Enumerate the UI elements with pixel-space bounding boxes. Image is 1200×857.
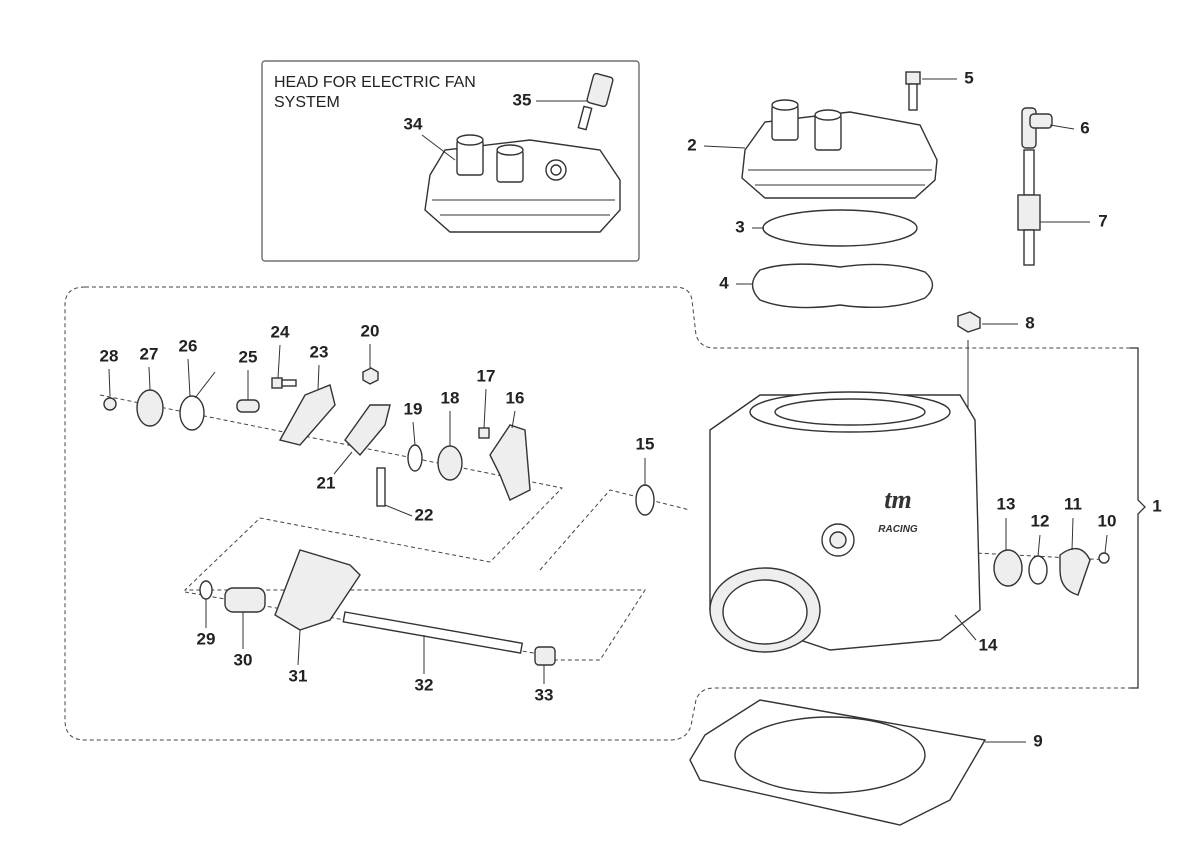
callout-23: 23 — [310, 342, 329, 361]
callout-21: 21 — [317, 473, 336, 492]
seal-ring — [1028, 555, 1048, 585]
callout-10: 10 — [1098, 511, 1117, 530]
callout-15: 15 — [636, 434, 655, 453]
bolt-22 — [376, 467, 386, 507]
tm-logo: tm — [884, 485, 911, 514]
callout-1: 1 — [1152, 496, 1161, 515]
lever-23 — [278, 384, 336, 446]
callout-11: 11 — [1064, 494, 1082, 513]
callout-16: 16 — [506, 388, 525, 407]
head-gasket — [751, 263, 934, 309]
ring-29 — [199, 580, 213, 600]
screw-24 — [271, 377, 297, 389]
callout-3: 3 — [735, 217, 744, 236]
spring-26 — [179, 371, 216, 431]
callout-31: 31 — [289, 666, 308, 685]
callout-30: 30 — [234, 650, 253, 669]
callout-9: 9 — [1033, 731, 1042, 750]
spark-plug-cap — [1021, 107, 1053, 149]
valve-seal — [635, 484, 655, 516]
callout-8: 8 — [1025, 313, 1034, 332]
cylinder-head-electric-fan — [424, 134, 621, 233]
nut-28 — [103, 397, 117, 411]
callout-12: 12 — [1031, 511, 1050, 530]
screw-17 — [478, 427, 490, 439]
racing-logo: RACING — [878, 524, 918, 535]
callout-19: 19 — [404, 399, 423, 418]
valve-cover — [1059, 547, 1091, 596]
group-outline — [85, 286, 1130, 349]
pin-25 — [236, 399, 260, 413]
callout-7: 7 — [1098, 211, 1107, 230]
callout-22: 22 — [415, 505, 434, 524]
inset-caption-line2: SYSTEM — [274, 94, 340, 111]
callout-32: 32 — [415, 675, 434, 694]
callout-26: 26 — [179, 336, 198, 355]
bracket-16 — [489, 424, 531, 501]
temperature-sensor — [577, 72, 614, 131]
flange-nut — [957, 311, 981, 333]
cylinder-head — [741, 99, 938, 199]
bearing-18 — [437, 445, 463, 481]
shaft-32 — [342, 611, 524, 654]
callout-4: 4 — [719, 273, 729, 292]
callout-34: 34 — [404, 114, 423, 133]
callout-28: 28 — [100, 346, 119, 365]
callout-6: 6 — [1080, 118, 1089, 137]
assembly-bracket — [1130, 347, 1146, 689]
bushing-30 — [224, 587, 266, 613]
cylinder: tm RACING — [709, 391, 981, 653]
callout-17: 17 — [477, 366, 496, 385]
valve-axis — [539, 489, 691, 571]
callout-5: 5 — [964, 68, 973, 87]
o-ring — [762, 209, 918, 247]
small-nut — [1098, 552, 1110, 564]
callout-18: 18 — [441, 388, 460, 407]
callout-2: 2 — [687, 135, 696, 154]
callout-33: 33 — [535, 685, 554, 704]
bushing-33 — [534, 646, 556, 666]
group-outline-bottom — [64, 286, 1130, 741]
lever-21 — [344, 404, 391, 457]
callout-13: 13 — [997, 494, 1016, 513]
bushing — [993, 549, 1023, 587]
leader-lines — [108, 78, 1108, 743]
nut-20 — [362, 367, 379, 385]
spark-plug — [1017, 149, 1041, 266]
cap-27 — [136, 389, 164, 427]
callout-29: 29 — [197, 629, 216, 648]
callout-27: 27 — [140, 344, 159, 363]
head-bolt — [905, 71, 921, 111]
circlip-19 — [407, 444, 423, 472]
callout-25: 25 — [239, 347, 258, 366]
callout-20: 20 — [361, 321, 380, 340]
callout-14: 14 — [979, 635, 998, 654]
callout-35: 35 — [513, 90, 532, 109]
callout-24: 24 — [271, 322, 290, 341]
inset-caption-line1: HEAD FOR ELECTRIC FAN — [274, 74, 476, 91]
